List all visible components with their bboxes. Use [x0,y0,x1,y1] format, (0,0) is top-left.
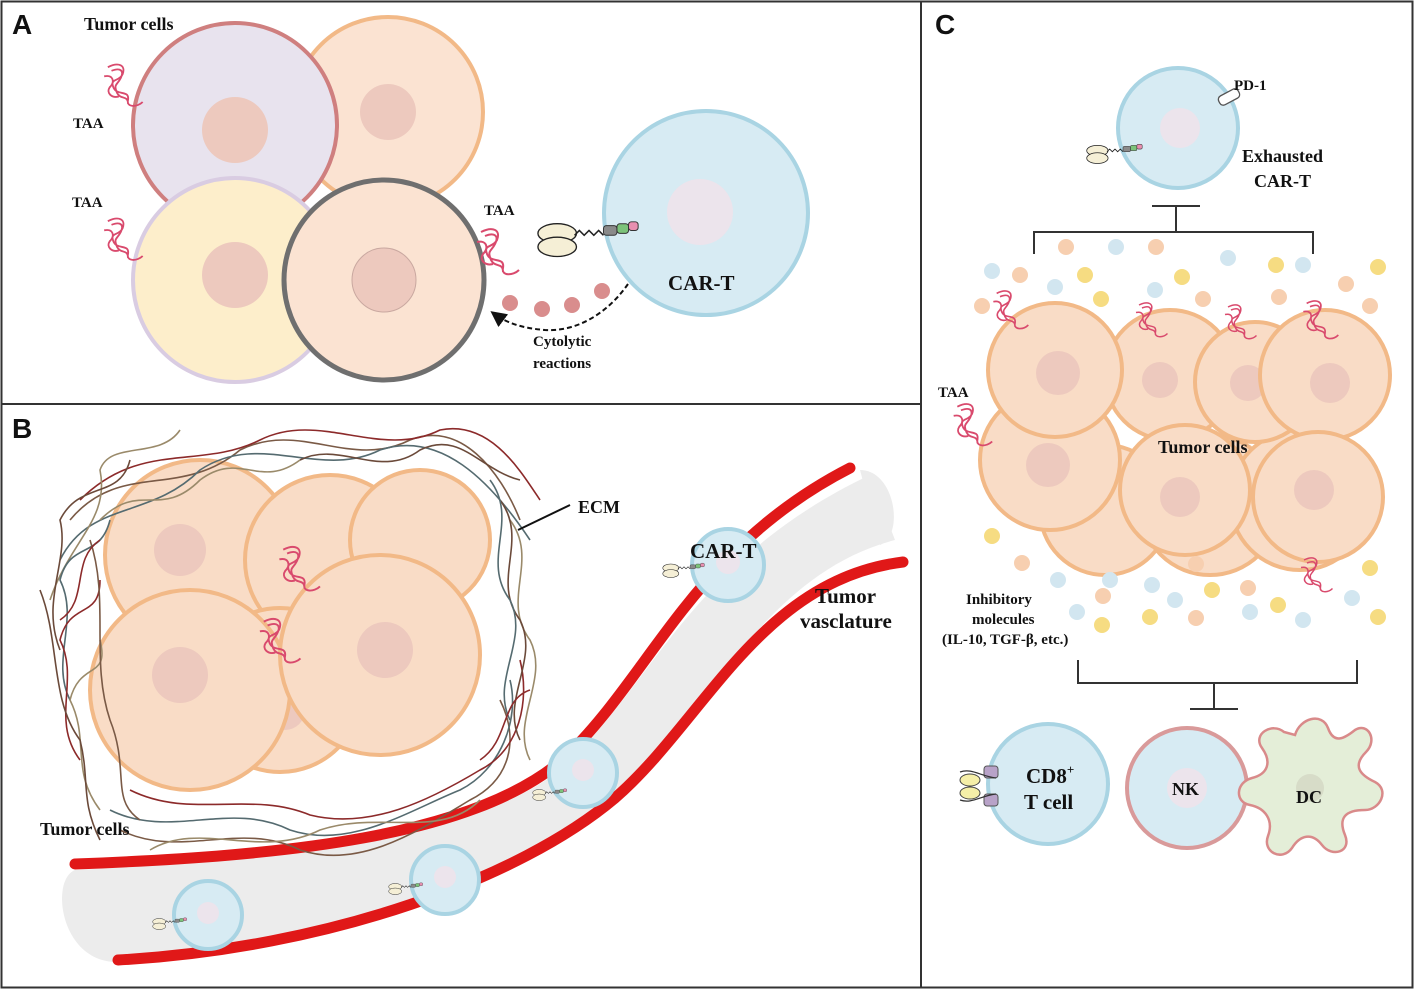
vessel-lumen-cap [860,470,894,545]
panel-a: A Tumor cells TAA TAA TAA CAR-T Cytoly [12,9,810,384]
car-t-label: CAR-T [668,271,735,295]
panel-a-letter: A [12,9,32,40]
inhibitory-label-line2: molecules [972,612,1035,628]
nucleus [572,759,594,781]
tcell-label: T cell [1024,790,1073,814]
cytolytic-label-line1: Cytolytic [533,334,592,350]
nucleus [716,550,740,574]
taa-label: TAA [73,116,104,132]
vessel-car-t-label: CAR-T [690,539,757,563]
tumor-vasculature-label-line1: Tumor [815,584,876,608]
nk-label: NK [1172,779,1199,799]
cytolytic-label-line2: reactions [533,356,591,372]
panel-b: B [12,413,909,966]
cytolytic-arrow [490,283,629,332]
inhibition-bracket-bottom [1077,660,1358,710]
tcr-receptor-icon [959,765,999,807]
ecm-label: ECM [578,497,620,517]
nucleus [202,242,268,308]
nucleus [1160,108,1200,148]
pd1-label: PD-1 [1234,78,1267,94]
taa-label: TAA [484,203,515,219]
tumor-cells-label: Tumor cells [40,819,130,839]
tumor-vasculature-label-line2: vasclature [800,609,892,633]
cd8-superscript: + [1067,762,1074,777]
nucleus [351,247,417,313]
pd1-receptor-icon [1217,88,1241,106]
vessel-wall-lower [112,556,909,966]
panel-c: C PD-1 Exhausted CAR-T [935,9,1392,856]
taa-label: TAA [72,195,103,211]
nucleus [434,866,456,888]
panel-b-letter: B [12,413,32,444]
tumor-cells-label: Tumor cells [1158,437,1248,457]
ecm-pointer [517,504,571,531]
cytolytic-granules [502,283,610,317]
inhibitory-molecules-bottom [984,528,1386,633]
inhibitory-label-line3: (IL-10, TGF-β, etc.) [942,632,1068,648]
ecm-fibers [39,427,541,857]
nucleus [1167,768,1207,808]
tumor-mass [88,458,492,792]
vessel-lumen [62,475,895,962]
nucleus [202,97,268,163]
tumor-cell-cluster [978,301,1392,577]
nucleus [1296,774,1324,802]
taa-label: TAA [938,385,969,401]
nucleus [360,84,416,140]
nucleus [197,902,219,924]
nucleus [667,179,733,245]
exhausted-label-line1: Exhausted [1242,146,1323,166]
dc-label: DC [1296,787,1322,807]
inhibitory-molecules-top [974,239,1386,314]
cd8-t-cell [986,722,1110,846]
inhibitory-label-line1: Inhibitory [966,592,1032,608]
tumor-cells-label: Tumor cells [84,14,174,34]
panel-c-letter: C [935,9,955,40]
exhausted-label-line2: CAR-T [1254,171,1311,191]
inhibition-bracket-top [1033,205,1314,254]
cd8-label: CD8+ [1026,762,1074,788]
